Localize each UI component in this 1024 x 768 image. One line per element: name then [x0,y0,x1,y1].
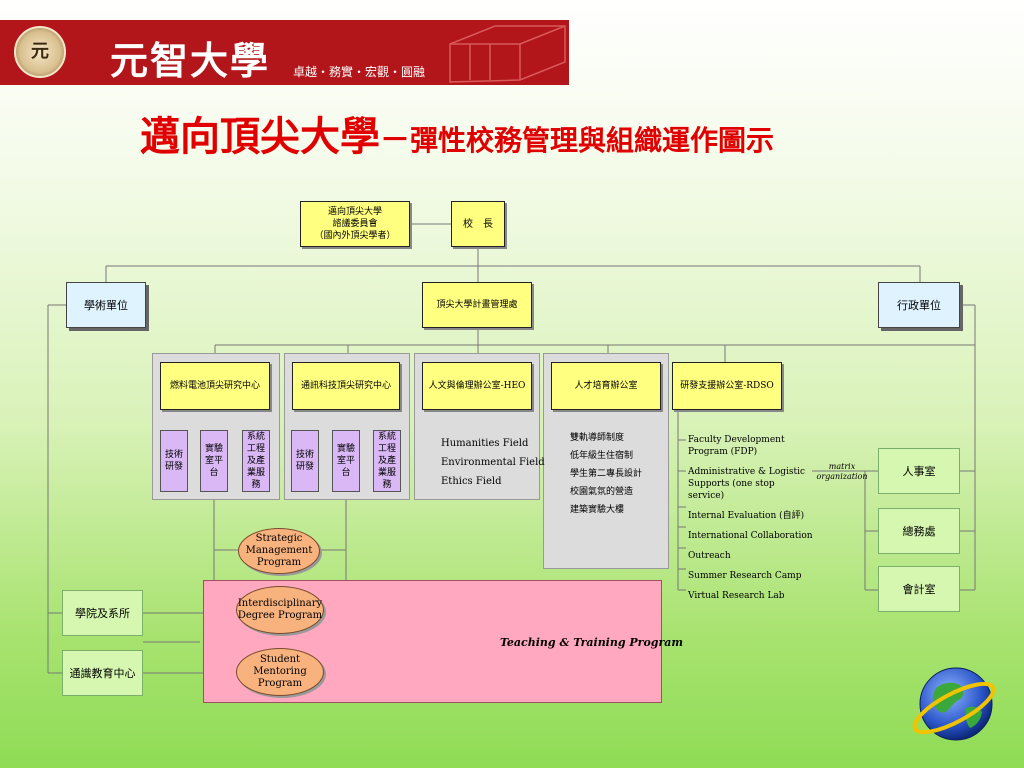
rdso-service-list: Faculty Development Program (FDP) Admini… [688,434,828,610]
interdisciplinary-degree-oval: Interdisciplinary Degree Program [236,586,324,634]
rdso-box: 研發支援辦公室-RDSO [672,362,782,410]
heo-box: 人文與倫理辦公室-HEO [422,362,532,410]
list-item: International Collaboration [688,531,813,541]
title-separator: － [380,123,410,158]
teaching-training-label: Teaching & Training Program [500,636,684,649]
list-item: Ethics Field [441,476,502,487]
list-item: Internal Evaluation (自評) [688,511,805,521]
list-item: Environmental Field [441,457,545,468]
colleges-departments-box: 學院及系所 [62,590,143,636]
committee-line-1: 邁向頂尖大學 [327,207,382,217]
talent-office-box: 人才培育辦公室 [551,362,661,410]
personnel-office-box: 人事室 [878,448,960,494]
strategic-management-oval: Strategic Management Program [238,528,320,574]
administrative-units-box: 行政單位 [878,282,960,328]
tech-rd-box: 技術研發 [160,430,188,492]
academic-units-box: 學術單位 [66,282,146,328]
system-engineering-box: 系統工程及產業服務 [373,430,401,492]
globe-icon [912,667,996,741]
university-motto: 卓越・務實・宏觀・圓融 [293,65,426,79]
accounting-office-box: 會計室 [878,566,960,612]
list-item: 雙軌導師制度 [570,433,625,443]
university-logo-text: 元智大學 [110,38,271,83]
list-item: Humanities Field [441,438,529,449]
matrix-organization-label: matrix organization [816,462,868,481]
list-item: Administrative & Logistic Supports (one … [688,467,806,501]
lab-platform-box: 實驗室平台 [200,430,228,492]
university-seal-icon: 元 [14,26,66,78]
page-title: 邁向頂尖大學－彈性校務管理與組織運作圖示 [140,104,774,162]
advisory-committee-box: 邁向頂尖大學 諮議委員會 （國內外頂尖學者） [300,201,410,247]
talent-item-list: 雙軌導師制度 低年級生住宿制 學生第二專長設計 校園氣氛的營造 建築實驗大樓 [570,429,642,519]
title-main: 邁向頂尖大學 [140,113,380,160]
list-item: Outreach [688,551,731,561]
list-item: 學生第二專長設計 [570,469,643,479]
president-box: 校 長 [451,201,505,247]
system-engineering-box: 系統工程及產業服務 [242,430,270,492]
student-mentoring-oval: Student Mentoring Program [236,648,324,696]
title-subtitle: 彈性校務管理與組織運作圖示 [410,124,775,157]
list-item: Virtual Research Lab [688,591,785,601]
list-item: 校園氣氛的營造 [570,487,634,497]
building-outline-decoration [449,25,566,83]
list-item: 低年級生住宿制 [570,451,634,461]
list-item: Summer Research Camp [688,571,802,581]
tech-rd-box: 技術研發 [291,430,319,492]
heo-field-list: Humanities Field Environmental Field Eth… [441,434,545,491]
list-item: Faculty Development Program (FDP) [688,435,785,457]
header-banner: 元 元智大學 卓越・務實・宏觀・圓融 [0,20,569,85]
fuel-cell-center-box: 燃料電池頂尖研究中心 [160,362,270,410]
committee-line-3: （國內外頂尖學者） [314,231,396,241]
seal-glyph: 元 [31,41,49,62]
lab-platform-box: 實驗室平台 [332,430,360,492]
general-affairs-box: 總務處 [878,508,960,554]
list-item: 建築實驗大樓 [570,505,625,515]
communication-center-box: 通訊科技頂尖研究中心 [292,362,400,410]
committee-line-2: 諮議委員會 [332,219,378,229]
program-office-box: 頂尖大學計畫管理處 [422,282,532,328]
general-education-center-box: 通識教育中心 [62,650,143,696]
